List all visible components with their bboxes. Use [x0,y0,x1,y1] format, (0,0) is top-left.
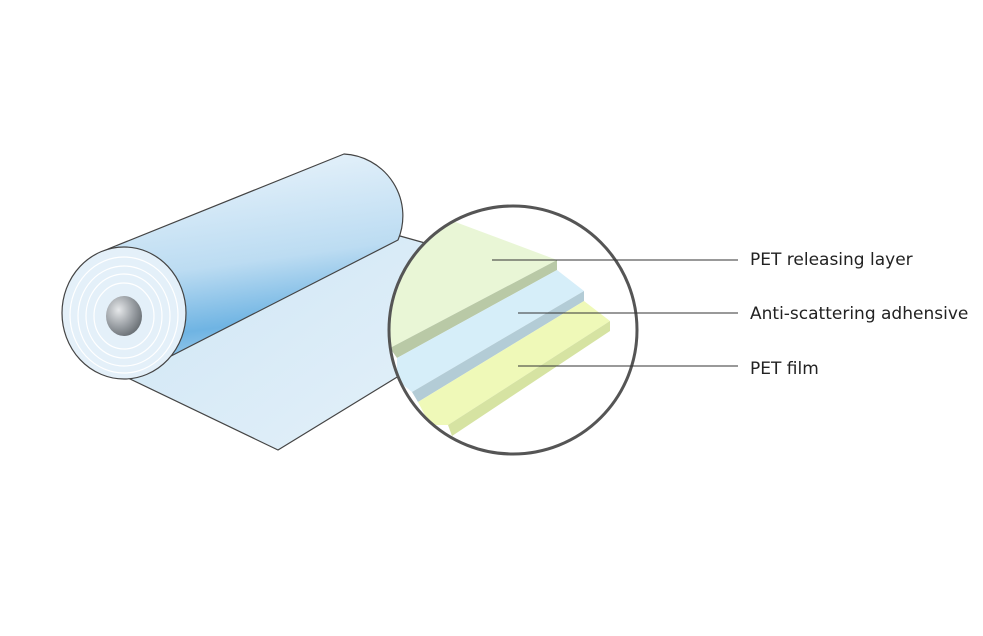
label-anti-scattering-adhesive: Anti-scattering adhensive [750,304,969,324]
roll-end-face [61,246,187,380]
magnifier-lens [387,204,639,456]
pet-film-layer [418,301,610,425]
pet-releasing-layer [389,220,557,348]
roll-core [106,296,142,336]
magnifier-ring [387,204,639,456]
label-pet-releasing-layer: PET releasing layer [750,250,913,270]
anti-scattering-adhesive-layer [397,270,584,392]
label-pet-film: PET film [750,359,819,379]
